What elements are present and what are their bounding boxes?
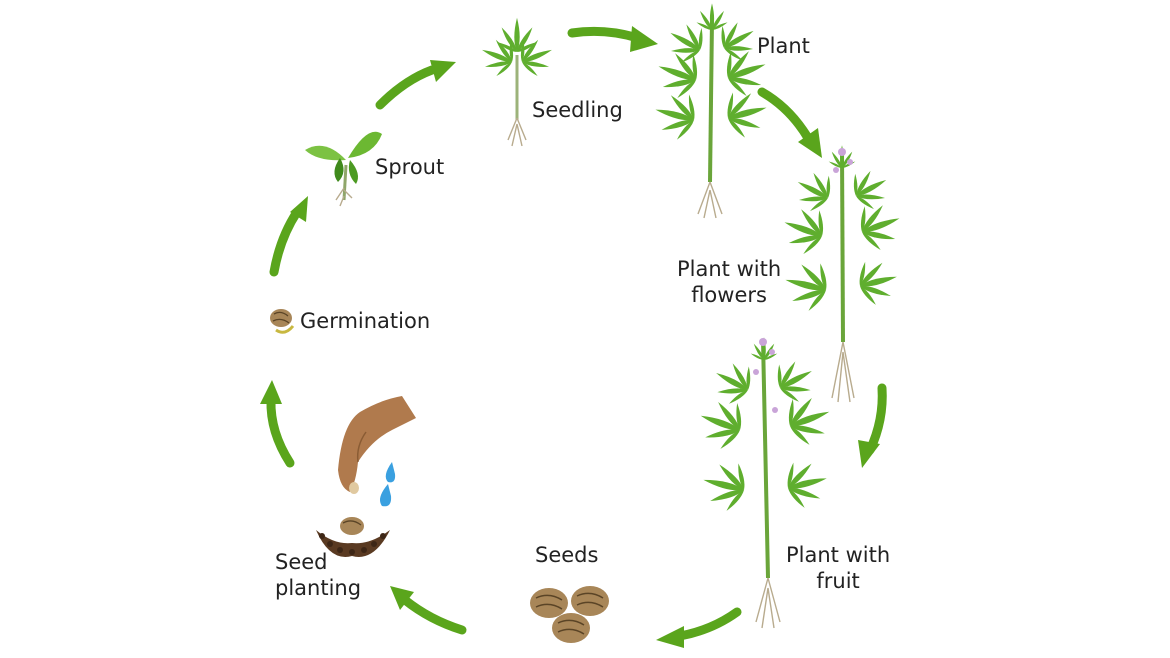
cycle-arrows	[266, 26, 887, 641]
label-plant: Plant	[757, 34, 810, 58]
label-plant-with-fruit: Plant with fruit	[786, 543, 891, 593]
soil-icon	[316, 530, 390, 557]
arrowhead-germination	[260, 380, 282, 404]
germination-seed-icon	[270, 309, 295, 334]
water-drop-icon	[385, 462, 396, 483]
arrowhead-sprout	[290, 196, 308, 222]
plant-with-flowers-icon	[776, 145, 908, 403]
arrowhead-fruit	[858, 440, 880, 468]
cycle-arrowheads	[260, 26, 880, 648]
plant-icon	[649, 3, 774, 219]
label-sprout: Sprout	[375, 155, 445, 179]
water-drop-icon	[380, 484, 392, 507]
arrowhead-plant	[630, 26, 658, 52]
hand-icon	[338, 396, 416, 492]
arrowhead-flowers	[798, 128, 822, 158]
label-germination: Germination	[300, 309, 431, 333]
arrow-seeds-to-planting	[400, 595, 467, 635]
seedling-icon	[475, 18, 560, 147]
arrow-seedling-to-plant	[567, 26, 643, 43]
label-seedling: Seedling	[532, 98, 623, 122]
arrow-fruit-to-seeds	[675, 607, 742, 641]
label-plant-with-flowers: Plant with flowers	[677, 257, 782, 307]
plant-with-fruit-icon	[692, 337, 838, 629]
seed-planting-icon	[316, 396, 416, 557]
arrowhead-planting	[390, 586, 414, 610]
label-seeds: Seeds	[535, 543, 599, 567]
arrow-sprout-to-seedling	[375, 65, 437, 110]
seeds-icon	[530, 586, 609, 643]
arrow-flowers-to-fruit	[865, 383, 887, 455]
arrow-germination-to-sprout	[269, 207, 302, 277]
arrow-planting-to-germination	[266, 395, 295, 468]
arrowhead-seeds	[656, 626, 684, 648]
arrowhead-seedling	[430, 60, 456, 82]
arrow-plant-to-flowers	[757, 87, 813, 143]
label-seed-planting: Seed planting	[275, 550, 362, 600]
sprout-icon	[305, 131, 382, 207]
